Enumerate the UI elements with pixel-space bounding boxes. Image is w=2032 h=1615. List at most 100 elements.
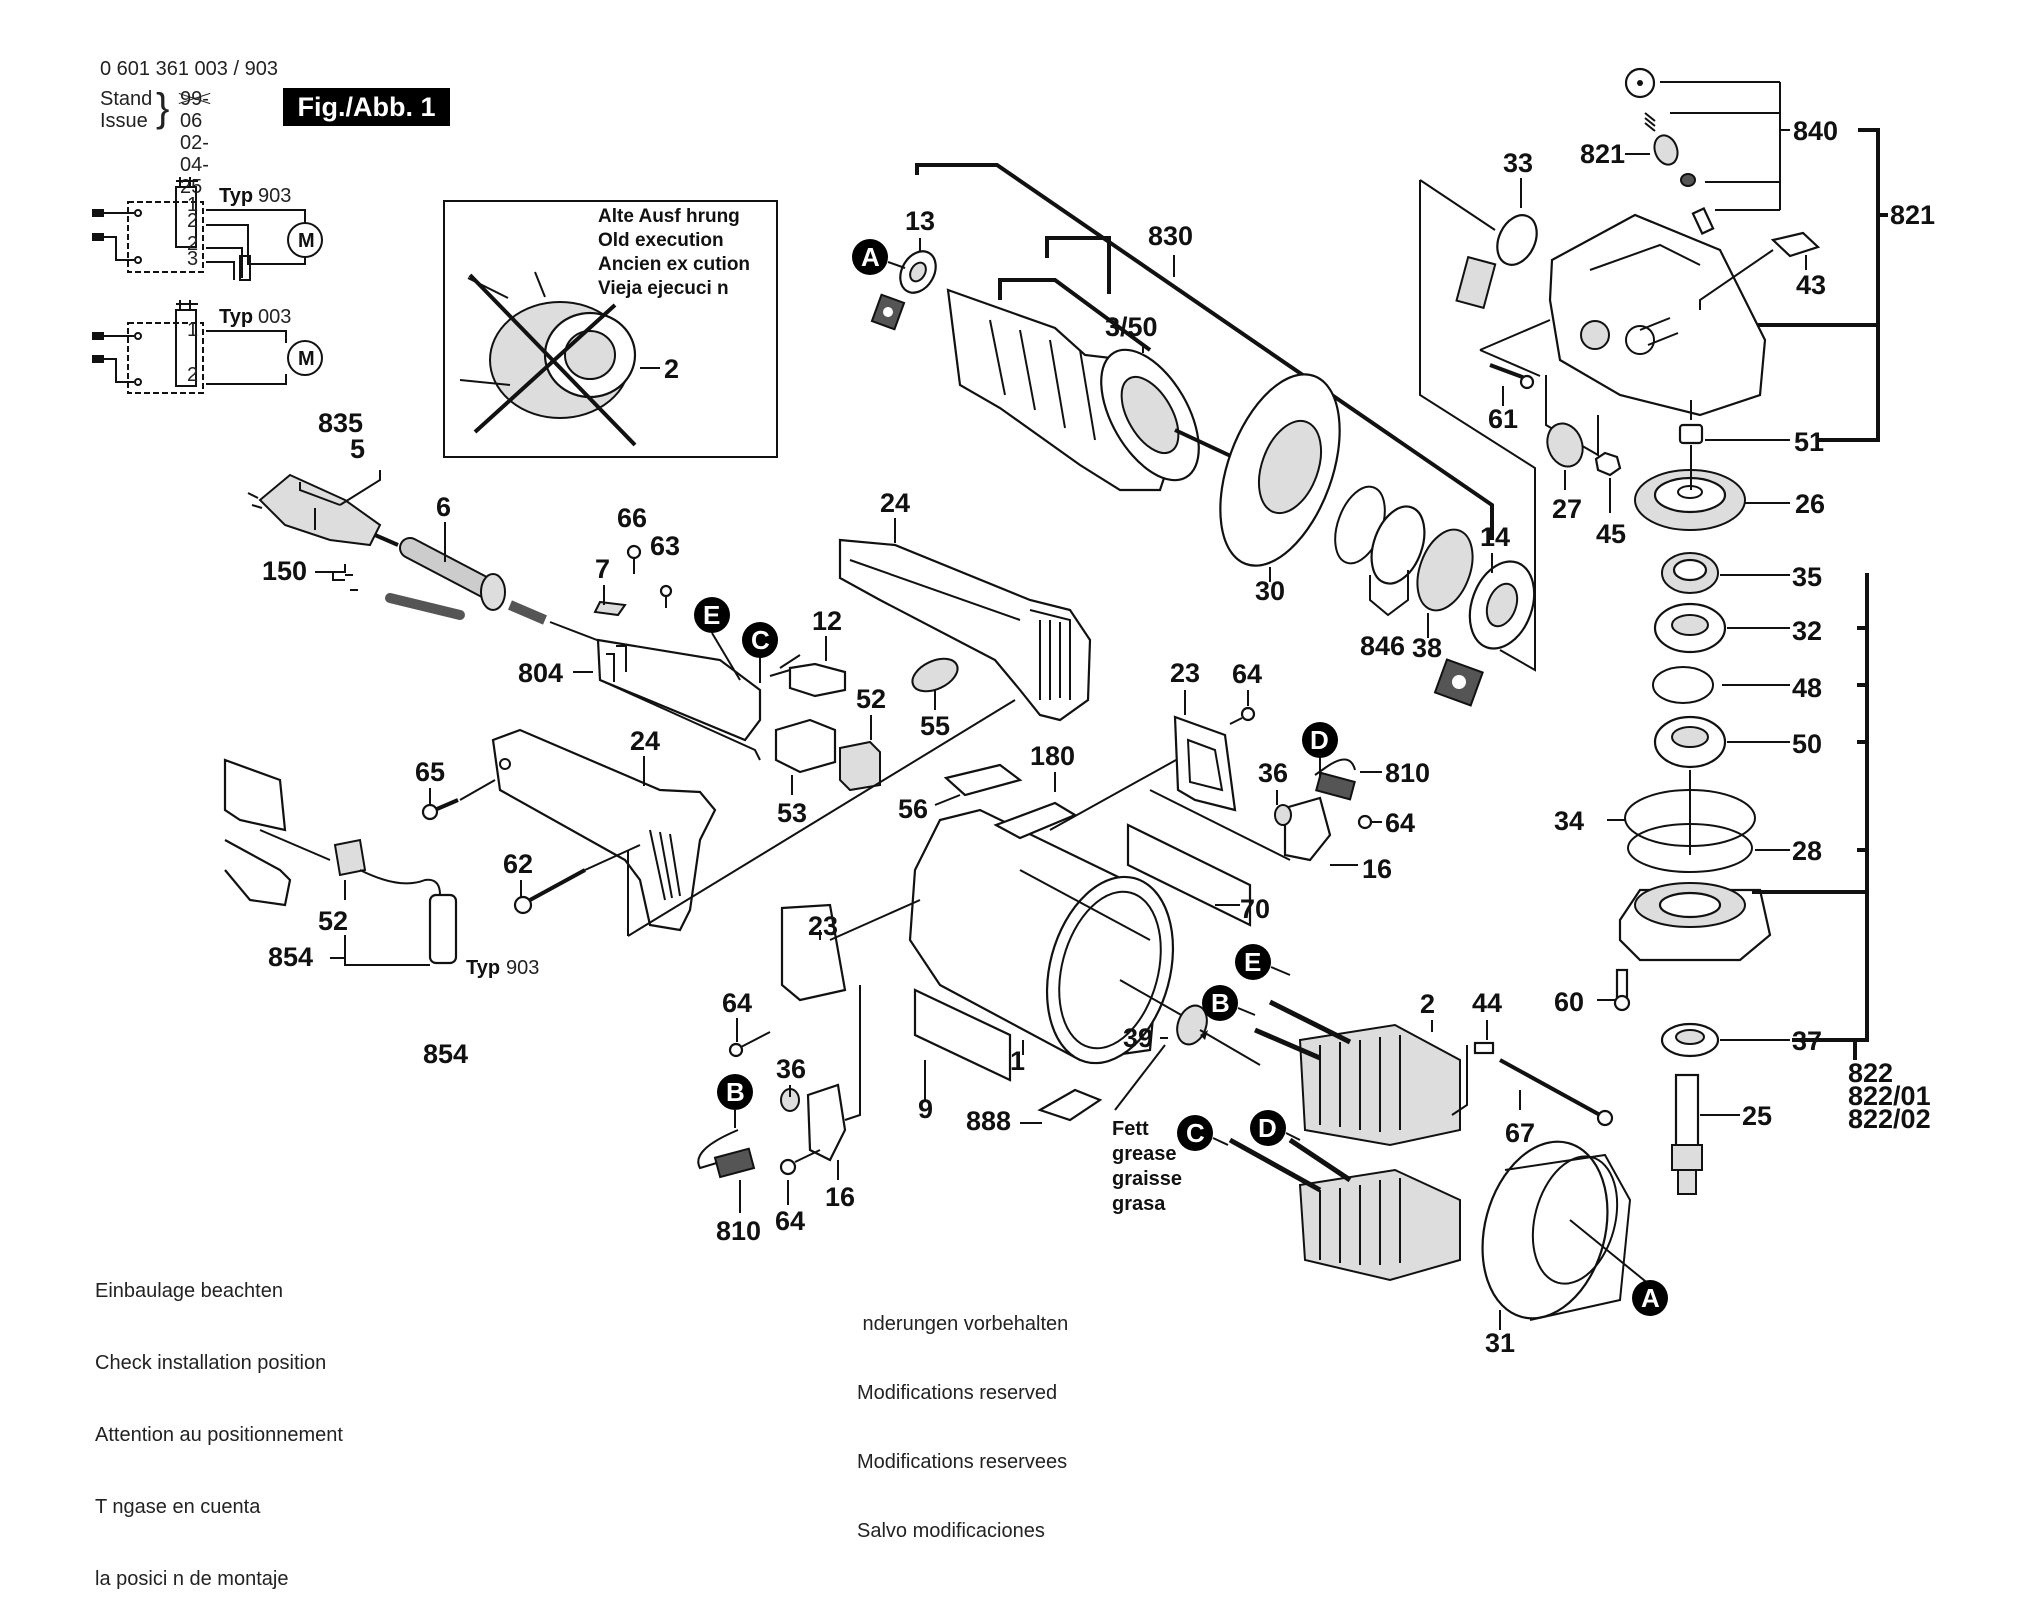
part-label: 854: [423, 1039, 468, 1069]
part-label: 9: [918, 1094, 933, 1124]
figure-badge: Fig./Abb. 1: [283, 88, 450, 126]
switch-group: 66 63 7 804 12 53 52 55: [518, 503, 959, 828]
callout-badge-a-top: A: [852, 239, 906, 275]
exploded-parts-diagram: M 1 2 2 3 Typ 903 M 1 2 Typ 003 2: [92, 67, 1935, 1358]
stand-label: Stand: [100, 88, 153, 110]
part-label: 61: [1488, 404, 1518, 434]
part-label: 23: [808, 911, 838, 941]
callout-badge-e-coil: E: [1235, 944, 1291, 980]
svg-text:A: A: [1641, 1283, 1660, 1313]
part-label: 62: [503, 849, 533, 879]
field-coil-group: 2 44 67 31: [1228, 988, 1651, 1358]
old-execution-inset: [443, 200, 778, 458]
old-execution-text: Alte Ausf hrung Old execution Ancien ex …: [598, 205, 750, 301]
svg-text:D: D: [1258, 1113, 1277, 1143]
part-label: 888: [966, 1106, 1011, 1136]
part-label: 840: [1793, 116, 1838, 146]
part-label: 1: [1010, 1046, 1025, 1076]
issue-label: Issue: [100, 110, 148, 132]
screws-65-62: 65 62: [415, 757, 641, 915]
spindle-stack: 35 32 48 50 34 28 60 37 822 8: [1554, 552, 1931, 1195]
svg-text:D: D: [1310, 725, 1329, 755]
callout-badge-d-brush: D: [1302, 722, 1338, 778]
grease-note: grease: [1112, 1143, 1177, 1165]
part-label: 25: [1742, 1101, 1772, 1131]
brace-symbol: }: [156, 86, 170, 130]
old-execution-de: Alte Ausf hrung: [598, 206, 740, 227]
svg-text:B: B: [726, 1077, 745, 1107]
part-label: 33: [1503, 148, 1533, 178]
document-part-number: 0 601 361 003 / 903: [100, 58, 278, 80]
part-label: 36: [776, 1054, 806, 1084]
part-label: 64: [1385, 808, 1415, 838]
svg-text:C: C: [1186, 1118, 1205, 1148]
part-label: 150: [262, 556, 307, 586]
fan-and-grease: 39 Fett grease graisse grasa: [1112, 1004, 1261, 1215]
svg-text:1: 1: [187, 194, 198, 216]
part-label: 32: [1792, 616, 1822, 646]
wiring-type-number: 903: [258, 185, 291, 207]
motor-symbol: M: [298, 348, 315, 370]
svg-text:2: 2: [187, 364, 198, 386]
motor-housing: 1 9 888 70 56 180 23 64 36 810: [697, 658, 1430, 1246]
install-note-line: T ngase en cuenta: [95, 1496, 261, 1518]
part-label: 64: [1232, 659, 1262, 689]
part-label: 821: [1890, 200, 1935, 230]
part-label: 51: [1794, 427, 1824, 457]
grease-note: grasa: [1112, 1193, 1166, 1215]
part-label: 14: [1480, 522, 1510, 552]
part-label: 821: [1580, 139, 1625, 169]
motor-symbol: M: [298, 230, 315, 252]
part-label: 50: [1792, 729, 1822, 759]
part-label: 64: [722, 988, 752, 1018]
part-label: 27: [1552, 494, 1582, 524]
callout-badge-e-switch: E: [694, 597, 741, 681]
gear-head-group: 33 61 27 45 840 821 821 43: [1419, 67, 1935, 672]
part-label: 67: [1505, 1118, 1535, 1148]
typ-number: 903: [506, 957, 539, 979]
part-label: 2: [1420, 989, 1435, 1019]
part-label: 3/50: [1105, 312, 1158, 342]
part-label: 16: [825, 1182, 855, 1212]
part-label: 48: [1792, 673, 1822, 703]
part-label: 810: [1385, 758, 1430, 788]
old-execution-es: Vieja ejecuci n: [598, 278, 729, 299]
modifications-note-line: Modifications reserved: [857, 1382, 1058, 1404]
housing-half-lower: 24: [491, 699, 1016, 937]
grease-note: graisse: [1112, 1168, 1182, 1190]
part-label: 60: [1554, 987, 1584, 1017]
armature-group: 830 3/50 13: [870, 163, 1494, 540]
svg-text:A: A: [861, 242, 880, 272]
housing-half-upper: 24: [838, 488, 1092, 722]
power-cord-group: 835 5 6 150: [247, 408, 611, 646]
part-label: 36: [1258, 758, 1288, 788]
part-label: 804: [518, 658, 563, 688]
part-label: 44: [1472, 988, 1502, 1018]
wiring-diagram-903: M 1 2 2 3 Typ 903: [92, 177, 323, 281]
part-label: 53: [777, 798, 807, 828]
part-label: 830: [1148, 221, 1193, 251]
part-label: 64: [775, 1206, 805, 1236]
part-label: 26: [1795, 489, 1825, 519]
modifications-note-line: nderungen vorbehalten: [857, 1313, 1069, 1335]
wiring-type-number: 003: [258, 306, 291, 328]
svg-text:E: E: [1244, 947, 1261, 977]
svg-text:2: 2: [187, 210, 198, 232]
part-label: 56: [898, 794, 928, 824]
bearing-cluster: 30 846 38 14: [1219, 373, 1536, 707]
wiring-diagram-003: M 1 2 Typ 003: [92, 300, 323, 394]
part-label: 835: [318, 408, 363, 438]
part-label: 34: [1554, 806, 1584, 836]
callout-badge-b-coil: B: [1202, 985, 1256, 1021]
part-label: 45: [1596, 519, 1626, 549]
part-label: 854: [268, 942, 313, 972]
callout-badge-a-bottom: A: [1632, 1280, 1668, 1316]
svg-text:E: E: [703, 600, 720, 630]
old-execution-fr: Ancien ex cution: [598, 254, 751, 275]
svg-text:3: 3: [187, 248, 198, 270]
callout-badge-d-coil: D: [1250, 1110, 1301, 1146]
part-label: 24: [880, 488, 910, 518]
typ-label: Typ: [466, 957, 500, 979]
part-label: 2: [664, 354, 679, 384]
part-label: 24: [630, 726, 660, 756]
